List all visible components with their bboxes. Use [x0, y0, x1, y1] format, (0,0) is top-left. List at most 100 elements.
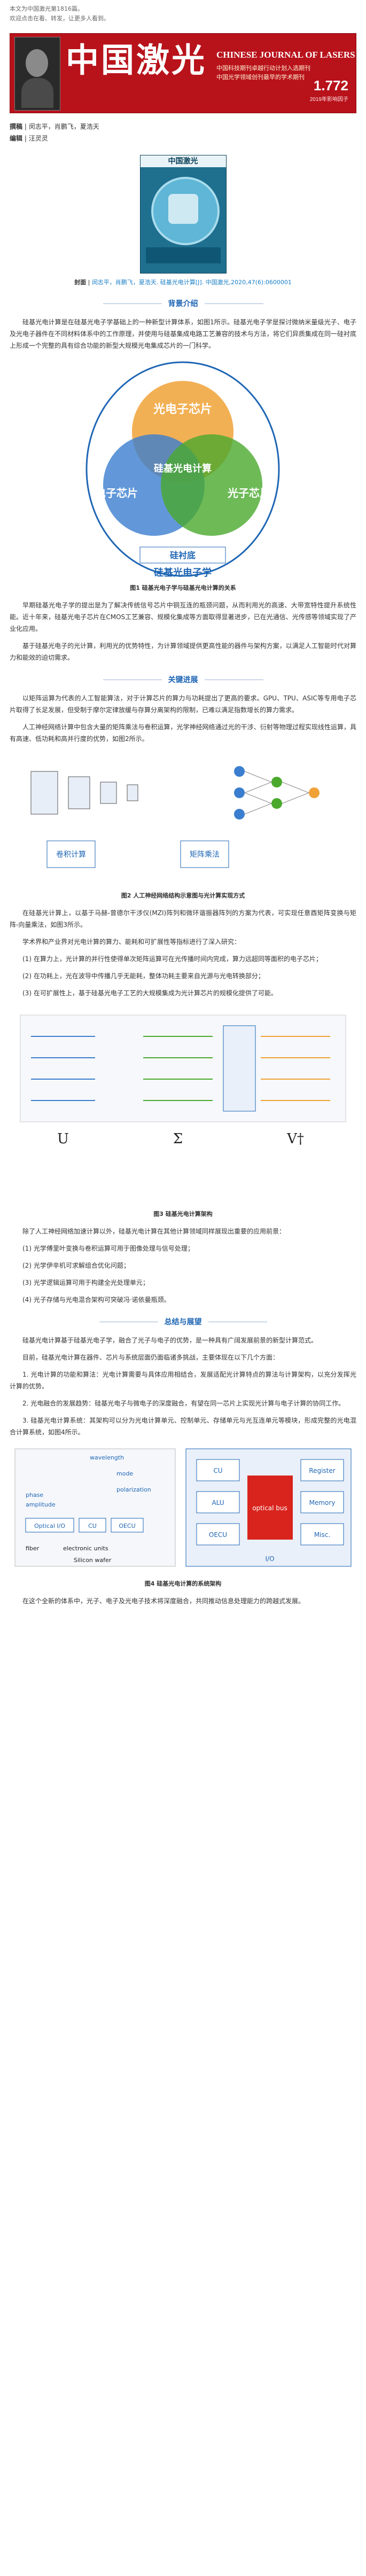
- paragraph-outlook-5: 3. 硅基光电计算系统：其架构可以分为光电计算单元、控制单元、存储单元与光互连单…: [10, 1417, 356, 1436]
- nn-node: [309, 787, 320, 798]
- label-electronic-units: electronic units: [63, 1545, 108, 1552]
- figure-4-svg: wavelength mode polarization phase ampli…: [14, 1448, 352, 1567]
- alu-box: [196, 1491, 240, 1513]
- label-memory: Memory: [309, 1499, 336, 1506]
- label-optoelectronic-chip: 光电子芯片: [153, 403, 212, 416]
- conv-box: [46, 840, 96, 868]
- conv-layer-3: [127, 784, 138, 801]
- portrait-image: [14, 37, 60, 111]
- paragraph-key-4: 学术界和产业界对光电计算的算力、能耗和可扩展性等指标进行了深入研究：: [22, 938, 241, 946]
- journal-cover-image[interactable]: 中国激光: [139, 155, 227, 274]
- author-line: 撰稿 | 闵志平，肖鹏飞，夏浩天: [10, 121, 356, 132]
- waveguides-sigma: [143, 1036, 213, 1101]
- figure-2-caption: 图2 人工神经网络结构示意图与光计算实现方式: [121, 892, 245, 899]
- paragraph-outlook-6: 在这个全新的体系中，光子、电子及光电子技术将深度融合，共同推动信息处理能力的跨越…: [22, 1597, 305, 1605]
- nn-edge: [282, 782, 309, 793]
- portrait-face: [26, 49, 48, 77]
- cover-art: [151, 177, 220, 245]
- section-key: 关键进展: [10, 674, 356, 685]
- nn-node: [234, 766, 245, 777]
- paragraph-key-6: (2) 在功耗上，光在波导中传播几乎无能耗，整体功耗主要来自光源与光电转换部分；: [22, 972, 264, 980]
- oecu-right-box: [196, 1523, 240, 1545]
- journal-logo-en: CHINESE JOURNAL OF LASERS: [216, 50, 355, 60]
- nn-node: [271, 777, 282, 787]
- nn-node: [234, 809, 245, 819]
- label-wavelength: wavelength: [90, 1454, 124, 1461]
- conv-layer-1: [68, 776, 90, 809]
- memory-box: [300, 1491, 344, 1513]
- conv-label: 卷积计算: [56, 850, 86, 859]
- paragraph-key-1: 以矩阵运算为代表的人工智能算法，对于计算芯片的算力与功耗提出了更高的要求。GPU…: [10, 694, 356, 714]
- section-key-title: 关键进展: [168, 676, 198, 684]
- paragraph-outlook-3: 1. 光电计算的功能和算法：光电计算需要与具体应用相结合，发展适配光计算特点的算…: [10, 1371, 356, 1390]
- caption-sep: |: [86, 279, 92, 286]
- photonic-side-panel: [14, 1448, 176, 1567]
- matrix-block: [223, 1025, 256, 1112]
- editor-line: 编辑 | 汪灵灵: [10, 132, 356, 144]
- author-value: 闵志平，肖鹏飞，夏浩天: [28, 123, 99, 130]
- label-fiber: fiber: [26, 1545, 40, 1552]
- paragraph-key-5: (1) 在算力上，光计算的并行性使得单次矩阵运算可在光传播时间内完成，算力远超同…: [22, 955, 322, 963]
- conv-layer-2: [100, 782, 117, 804]
- venn-diagram: 光电子芯片 电子芯片 光子芯片 硅基光电计算 硅衬底 硅基光电子学: [85, 361, 280, 579]
- label-vt: V†: [286, 1131, 304, 1147]
- nn-edge: [244, 771, 272, 783]
- label-mode: mode: [116, 1470, 133, 1477]
- paragraph-intro-1: 硅基光电计算是在硅基光电子学基础上的一种新型计算体系，如图1所示。硅基光电子学是…: [10, 318, 356, 349]
- article-meta: 撰稿 | 闵志平，肖鹏飞，夏浩天 编辑 | 汪灵灵: [10, 121, 356, 144]
- journal-banner: 中国激光 CHINESE JOURNAL OF LASERS 中国科技期刊卓越行…: [10, 33, 356, 113]
- cover-caption: 封面 | 闵志平，肖鹏飞，夏浩天. 硅基光电计算[J]. 中国激光,2020,4…: [10, 278, 356, 287]
- cu-box-right: [196, 1459, 240, 1481]
- paragraph-key-7: (3) 在可扩展性上，基于硅基光电子工艺的大规模集成为光计算芯片的规模化提供了可…: [22, 989, 277, 997]
- label-sigma: Σ: [173, 1131, 183, 1147]
- mvm-box: [180, 840, 229, 868]
- nn-node: [271, 798, 282, 809]
- section-outlook: 总结与展望: [10, 1316, 356, 1327]
- section-background: 背景介绍: [10, 298, 356, 309]
- divider: [204, 303, 263, 304]
- figure-3-caption: 图3 硅基光电计算架构: [153, 1211, 213, 1217]
- paragraph-key-3: 在硅基光计算上，以基于马赫-曾德尔干涉仪(MZI)阵列和微环谐振器阵列的方案为代…: [10, 909, 356, 928]
- cover-base: [145, 247, 221, 263]
- banner-line-1: 中国科技期刊卓越行动计划入选期刊: [216, 65, 310, 72]
- label-substrate: 硅衬底: [170, 550, 196, 560]
- journal-logo-cn: 中国激光: [66, 41, 207, 80]
- label-silicon-wafer: Silicon wafer: [74, 1557, 112, 1564]
- section-background-title: 背景介绍: [168, 300, 198, 308]
- register-box: [300, 1459, 344, 1481]
- banner-lines: 中国科技期刊卓越行动计划入选期刊 中国光学领域创刊最早的学术期刊: [216, 64, 310, 82]
- optical-io-box: [25, 1518, 74, 1533]
- paragraph-key-11: (3) 光学逻辑运算可用于构建全光处理单元；: [22, 1279, 149, 1286]
- nn-node: [234, 787, 245, 798]
- label-silicon-photonics: 硅基光电子学: [154, 567, 212, 579]
- paragraph-outlook-4: 2. 光电融合的发展趋势：硅基光电子与微电子的深度融合，有望在同一芯片上实现光计…: [22, 1400, 345, 1407]
- nn-edge: [282, 792, 309, 804]
- figure-2: 卷积计算 矩阵乘法: [10, 750, 356, 889]
- meta-sep: |: [22, 123, 29, 130]
- cover-title: 中国激光: [140, 155, 226, 167]
- paragraph-key-2: 人工神经网络计算中包含大量的矩阵乘法与卷积运算，光学神经网络通过光的干涉、衍射等…: [10, 723, 356, 743]
- label-computing-center: 硅基光电计算: [154, 463, 212, 474]
- paragraph-outlook-2: 目前，硅基光电计算在器件、芯片与系统层面仍面临诸多挑战，主要体现在以下几个方面：: [22, 1354, 279, 1361]
- cu-box-left: [79, 1518, 106, 1533]
- input-layer: [30, 771, 58, 815]
- cover-citation-link[interactable]: 闵志平，肖鹏飞，夏浩天. 硅基光电计算[J]. 中国激光,2020,47(6):…: [91, 279, 292, 286]
- impact-factor-label: 2019年影响因子: [309, 97, 348, 103]
- label-amplitude: amplitude: [26, 1501, 56, 1508]
- label-register: Register: [309, 1467, 335, 1474]
- section-outlook-title: 总结与展望: [164, 1318, 202, 1326]
- figure-3: U Σ V†: [10, 1004, 356, 1207]
- label-misc: Misc.: [314, 1531, 330, 1539]
- divider: [103, 303, 162, 304]
- paragraph-intro-2: 早期硅基光电子学的提出是为了解决传统信号芯片中铜互连的瓶颈问题，从而利用光的高速…: [10, 602, 356, 633]
- author-label: 撰稿: [10, 123, 23, 130]
- label-cu-left: CU: [88, 1523, 97, 1529]
- cover-core: [168, 194, 198, 224]
- label-optical-bus: optical bus: [252, 1504, 287, 1512]
- substrate-box: [139, 547, 226, 564]
- figure-2-svg: 卷积计算 矩阵乘法: [30, 766, 320, 868]
- nn-edge: [244, 782, 272, 793]
- banner-line-2: 中国光学领域创刊最早的学术期刊: [216, 74, 305, 81]
- label-photonic-chip: 光子芯片: [227, 487, 270, 499]
